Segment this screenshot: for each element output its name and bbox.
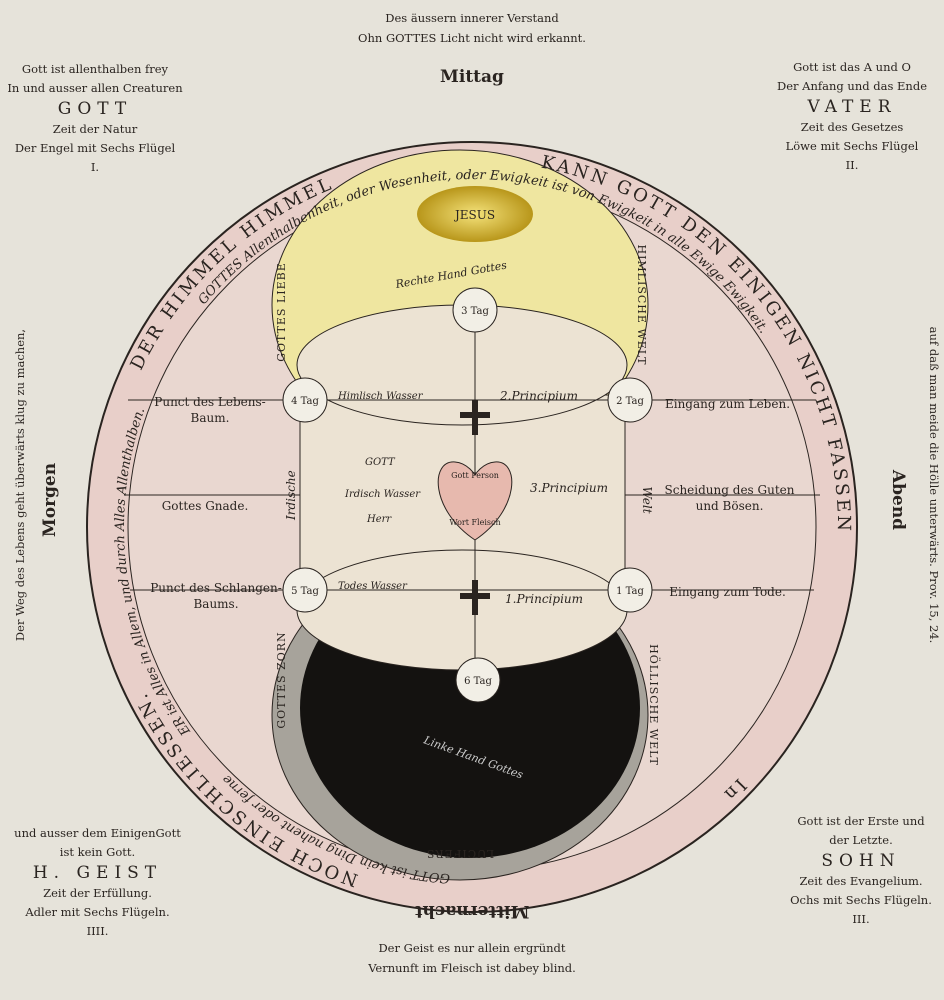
day-2: 2 Tag	[616, 396, 644, 407]
corner-line: Zeit des Evangelium.	[799, 874, 923, 888]
direction-mittag: Mittag	[440, 67, 504, 87]
corner-title: H. GEIST	[32, 863, 163, 883]
corner-line: und ausser dem EinigenGott	[14, 826, 181, 840]
day-3: 3 Tag	[461, 306, 489, 317]
top-caption-line: Ohn GOTTES Licht nicht wird erkannt.	[358, 31, 586, 45]
himmlische-welt: HIMLISCHE WELT	[635, 244, 648, 365]
corner-numeral: II.	[845, 158, 859, 172]
direction-morgen: Morgen	[40, 463, 60, 537]
corner-line: Gott ist das A und O	[793, 60, 911, 74]
corner-line: Ochs mit Sechs Flügeln.	[790, 893, 932, 907]
direction-mitternacht: Mitternacht	[415, 901, 530, 921]
irdische-label: Irdische	[284, 470, 298, 521]
corner-line: Zeit der Natur	[52, 122, 138, 136]
corner-line: Zeit des Gesetzes	[800, 120, 904, 134]
corner-line: Der Anfang und das Ende	[777, 79, 927, 93]
corner-line: Zeit der Erfüllung.	[43, 886, 152, 900]
corner-numeral: III.	[852, 912, 870, 926]
welt-label: Welt	[640, 486, 654, 513]
irdisch-wasser: Irdisch Wasser	[344, 489, 421, 500]
jesus-label: JESUS	[453, 208, 495, 222]
day-6: 6 Tag	[464, 676, 492, 687]
corner-line: Adler mit Sechs Flügeln.	[25, 905, 170, 919]
day-5: 5 Tag	[291, 586, 319, 597]
corner-line: Löwe mit Sechs Flügel	[785, 139, 919, 153]
principium-1: 1.Principium	[505, 592, 583, 606]
day-1: 1 Tag	[616, 586, 644, 597]
label-gottes-gnade: Gottes Gnade.	[161, 499, 249, 513]
corner-title: GOTT	[57, 99, 133, 119]
todes-wasser: Todes Wasser	[338, 581, 408, 592]
corner-line: Der Engel mit Sechs Flügel	[14, 141, 176, 155]
bottom-caption-line: Der Geist es nur allein ergründt	[378, 941, 566, 955]
corner-numeral: IIII.	[86, 924, 109, 938]
corner-title: VATER	[807, 97, 897, 117]
label-schlangen-baum: Punct des Schlangen-Baums.	[150, 581, 282, 611]
heart-top-label: Gott Person	[451, 471, 499, 480]
gott-label: GOTT	[365, 457, 396, 468]
corner-vater: Gott ist das A und O Der Anfang und das …	[760, 58, 944, 175]
corner-geist: und ausser dem EinigenGott ist kein Gott…	[0, 824, 195, 941]
lucifers: LUCIFERS	[426, 847, 494, 860]
corner-numeral: I.	[90, 160, 100, 174]
herr-label: Herr	[366, 514, 392, 525]
gottes-zorn: GOTTES ZORN	[275, 631, 288, 728]
sun-icon	[417, 186, 533, 242]
corner-line: der Letzte.	[829, 833, 893, 847]
corner-line: In und ausser allen Creaturen	[7, 81, 183, 95]
corner-line: Gott ist der Erste und	[797, 814, 925, 828]
label-scheidung: Scheidung des Guten und Bösen.	[664, 483, 795, 513]
heart-bottom-label: Wort Fleisch	[449, 518, 500, 527]
day-circles: 3 Tag 4 Tag 2 Tag 5 Tag 1 Tag 6 Tag	[282, 287, 653, 703]
principium-3: 3.Principium	[530, 481, 608, 495]
heart-icon	[437, 461, 513, 541]
day-4: 4 Tag	[291, 396, 319, 407]
cross-icon	[460, 400, 490, 435]
bottom-caption-line: Vernunft im Fleisch ist dabey blind.	[368, 961, 576, 975]
label-lebens-baum: Punct des Lebens-Baum.	[154, 395, 266, 425]
label-eingang-tode: Eingang zum Tode.	[669, 585, 786, 599]
direction-abend: Abend	[888, 469, 908, 530]
principium-2: 2.Principium	[499, 389, 578, 403]
corner-line: Gott ist allenthalben frey	[21, 62, 169, 76]
label-eingang-leben: Eingang zum Leben.	[664, 397, 791, 411]
corner-line: ist kein Gott.	[59, 845, 136, 859]
cross-icon	[460, 580, 490, 615]
bottom-caption: Der Geist es nur allein ergründt Vernunf…	[322, 938, 622, 978]
top-caption: Des äussern innerer Verstand Ohn GOTTES …	[322, 8, 622, 48]
gottes-liebe: GOTTES LIEBE	[275, 262, 288, 362]
himlisch-wasser: Himlisch Wasser	[337, 391, 424, 402]
hollische-welt: HÖLLISCHE WELT	[647, 644, 661, 766]
corner-sohn: Gott ist der Erste und der Letzte. SOHN …	[778, 812, 944, 929]
corner-gott: Gott ist allenthalben frey In und ausser…	[0, 60, 190, 177]
corner-title: SOHN	[821, 851, 901, 871]
top-caption-line: Des äussern innerer Verstand	[385, 11, 559, 25]
